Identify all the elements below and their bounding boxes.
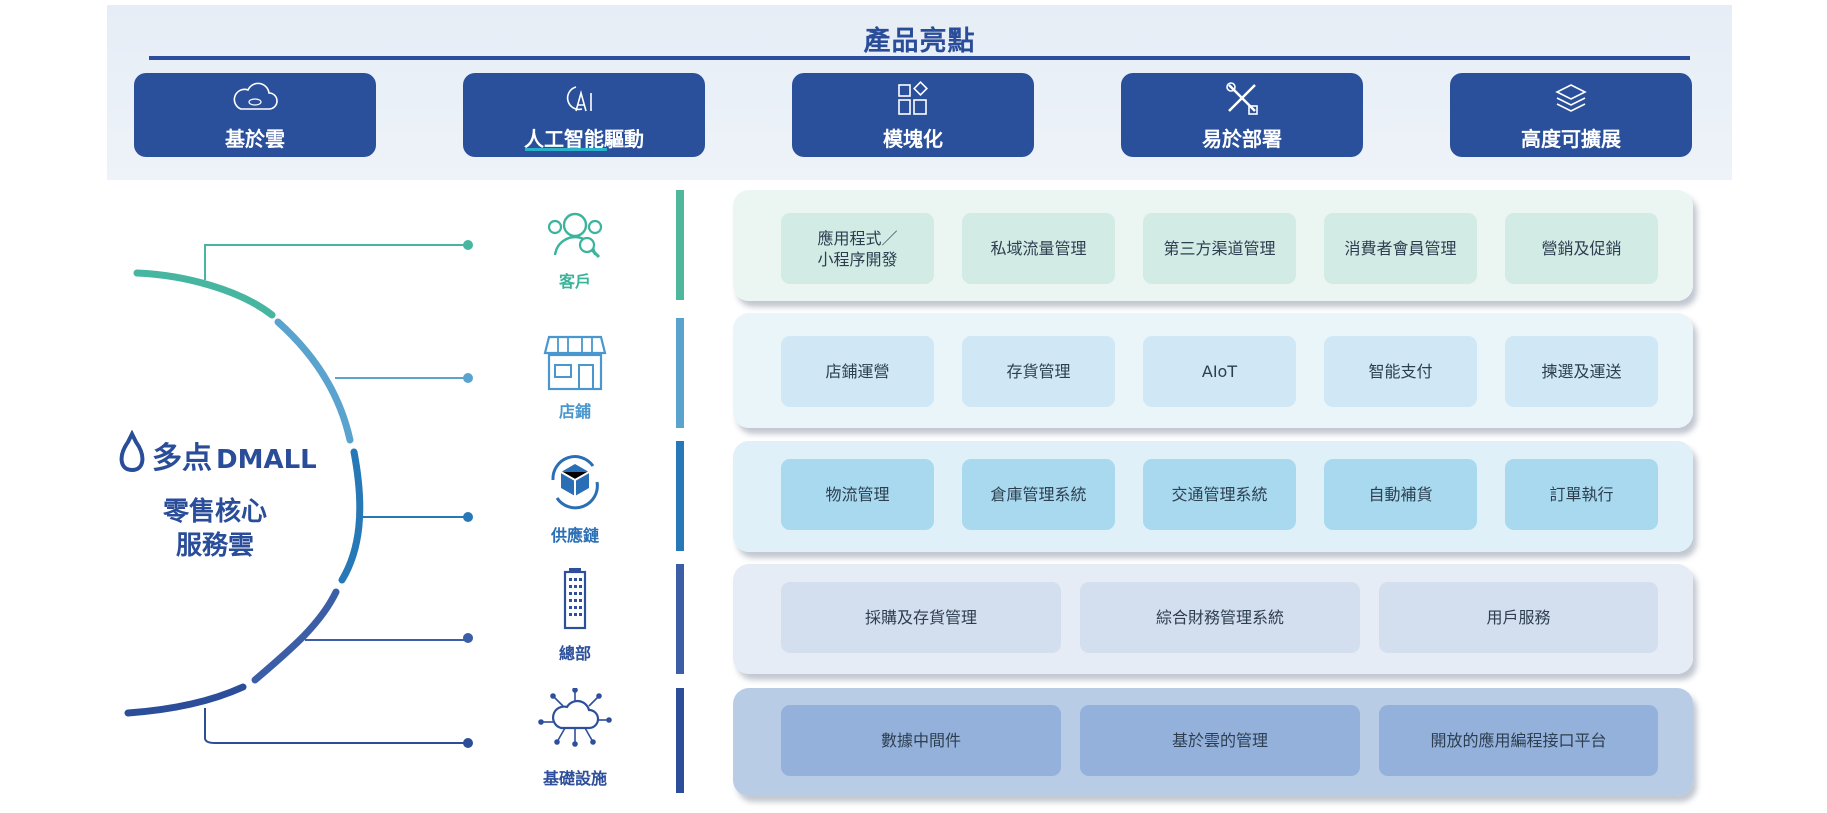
arc-segment-store [274,318,354,444]
chip-picking-delivery[interactable]: 揀選及運送 [1505,336,1658,407]
chip-tms[interactable]: 交通管理系統 [1143,459,1296,530]
chip-auto-replenish[interactable]: 自動補貨 [1324,459,1477,530]
page-title: 產品亮點 [863,26,976,57]
chip-inventory[interactable]: 存貨管理 [962,336,1115,407]
bar-headquarters [676,564,684,674]
chip-data-middleware[interactable]: 數據中間件 [781,705,1061,776]
feature-label: 模塊化 [883,127,943,151]
brand-title-line2: 服務雲 [175,531,254,561]
connector-customer [204,244,468,280]
title-divider [149,56,1690,60]
svg-text:多点: 多点 [152,441,212,476]
chip-marketing[interactable]: 營銷及促銷 [1505,213,1658,284]
row-store: 店鋪運營 存貨管理 AIoT 智能支付 揀選及運送 [733,313,1693,428]
row-infrastructure: 數據中間件 基於雲的管理 開放的應用編程接口平台 [733,688,1693,796]
supply-chain-icon [551,455,599,510]
chip-open-api-platform[interactable]: 開放的應用編程接口平台 [1379,705,1658,776]
chip-order-fulfillment[interactable]: 訂單執行 [1505,459,1658,530]
cloud-network-icon [538,688,612,747]
arc-segment-customer [133,269,276,319]
row-customer: 應用程式／ 小程序開發 私域流量管理 第三方渠道管理 消費者會員管理 營銷及促銷 [733,190,1693,301]
feature-modular: 模塊化 [792,73,1034,157]
brand-title: 零售核心 服務雲 [150,495,280,563]
category-label-supply-chain: 供應鏈 [550,526,599,545]
svg-text:DMALL: DMALL [216,445,317,475]
bar-infrastructure [676,688,684,793]
feature-label: 易於部署 [1202,127,1282,151]
chip-store-ops[interactable]: 店鋪運營 [781,336,934,407]
feature-scalable: 高度可擴展 [1450,73,1692,157]
arc-segment-hq [251,588,340,684]
feature-ai-driven: 人工智能驅動 [463,73,705,157]
row-supply-chain: 物流管理 倉庫管理系統 交通管理系統 自動補貨 訂單執行 [733,441,1693,552]
chip-finance[interactable]: 綜合財務管理系統 [1080,582,1360,653]
dmall-logo: 多点 DMALL [119,430,317,476]
category-label-store: 店鋪 [558,402,591,421]
ai-icon [566,86,592,112]
category-label-infrastructure: 基礎設施 [542,769,607,788]
feature-label: 基於雲 [225,127,285,151]
arc-connector-diagram [124,240,473,748]
feature-label: 人工智能驅動 [524,127,644,151]
brand-title-line1: 零售核心 [162,497,267,527]
feature-label: 高度可擴展 [1521,127,1621,151]
arc-segment-supply [338,448,364,584]
chip-app-dev[interactable]: 應用程式／ 小程序開發 [781,213,934,284]
chip-private-traffic[interactable]: 私域流量管理 [962,213,1115,284]
arc-segment-infra [124,683,247,717]
layers-icon [1555,84,1587,112]
customer-icon [547,212,603,259]
chip-third-party-channels[interactable]: 第三方渠道管理 [1143,213,1296,284]
feature-easy-deploy: 易於部署 [1121,73,1363,157]
connector-infra [204,708,468,744]
feature-cloud-based: 基於雲 [134,73,376,157]
label-underline [525,148,607,151]
product-highlights-panel: 產品亮點 基於雲 人工智能驅動 模塊化 易於部署 [107,5,1732,180]
row-headquarters: 採購及存貨管理 綜合財務管理系統 用戶服務 [733,564,1693,674]
chip-wms[interactable]: 倉庫管理系統 [962,459,1115,530]
chip-logistics[interactable]: 物流管理 [781,459,934,530]
category-label-headquarters: 總部 [558,644,591,663]
modules-icon [898,81,928,115]
chip-cloud-management[interactable]: 基於雲的管理 [1080,705,1360,776]
cloud-icon [233,82,278,110]
building-icon [563,568,587,630]
bar-store [676,318,684,428]
store-icon [543,335,607,391]
tools-icon [1226,82,1258,115]
bar-customer [676,190,684,300]
chip-aiot[interactable]: AIoT [1143,336,1296,407]
category-label-customer: 客戶 [558,272,591,291]
chip-user-service[interactable]: 用戶服務 [1379,582,1658,653]
chip-member-management[interactable]: 消費者會員管理 [1324,213,1477,284]
chip-smart-payment[interactable]: 智能支付 [1324,336,1477,407]
bar-supply-chain [676,441,684,551]
chip-procurement[interactable]: 採購及存貨管理 [781,582,1061,653]
